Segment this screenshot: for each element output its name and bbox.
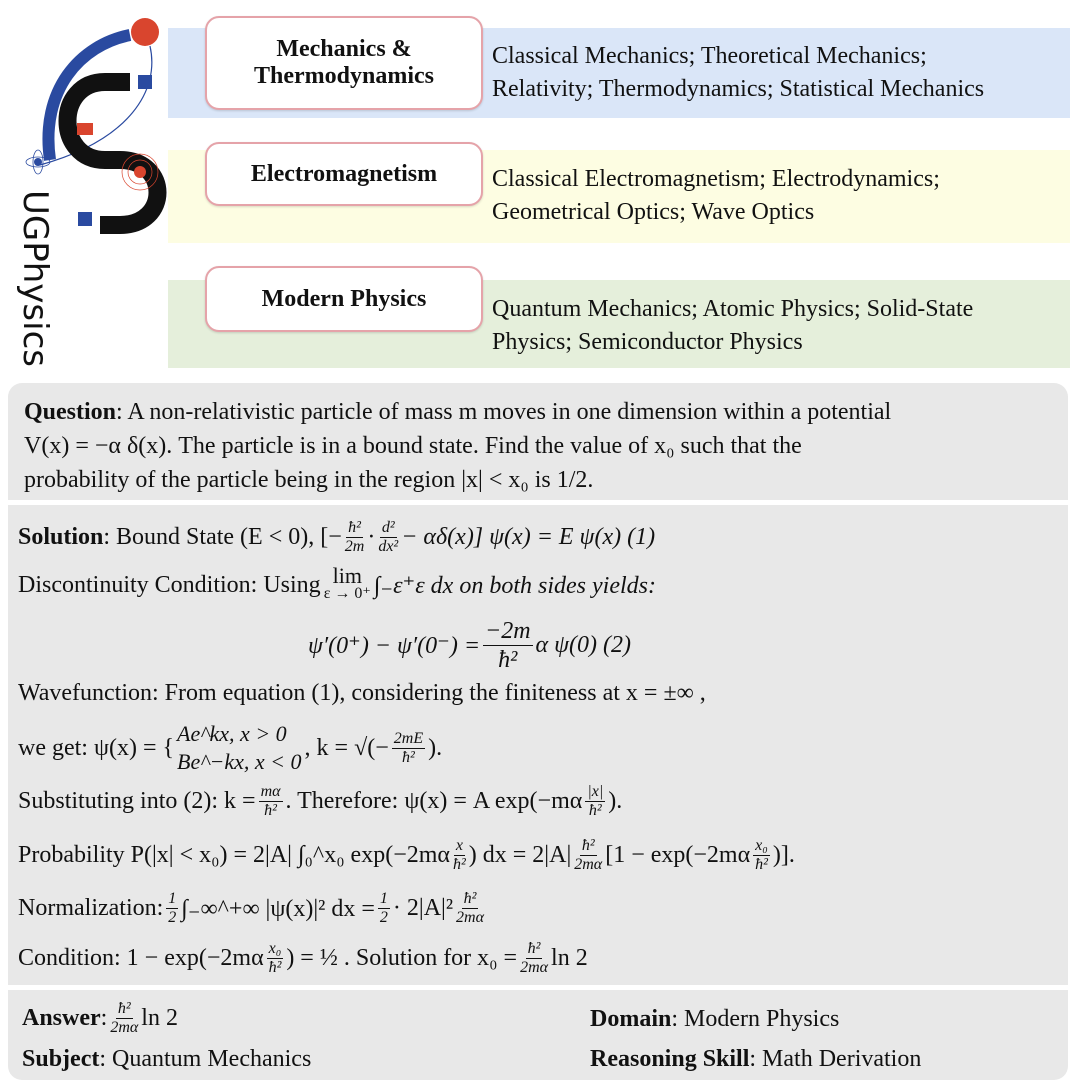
category-modern-desc: Quantum Mechanics; Atomic Physics; Solid… [492, 296, 974, 355]
question-box: Question: A non-relativistic particle of… [8, 383, 1068, 500]
domain: Domain: Modern Physics [590, 1006, 840, 1032]
logo-text: UGPhysics [15, 190, 55, 367]
ugphysics-logo: UGPhysics [15, 18, 167, 367]
category-electromagnetism-desc: Classical Electromagnetism; Electrodynam… [492, 166, 940, 225]
subject: Subject: Quantum Mechanics [22, 1046, 312, 1072]
category-mechanics-desc: Classical Mechanics; Theoretical Mechani… [492, 43, 985, 102]
category-mechanics: Mechanics & Thermodynamics [205, 16, 483, 110]
reasoning-skill: Reasoning Skill: Math Derivation [590, 1046, 922, 1072]
category-modern: Modern Physics [205, 266, 483, 332]
category-electromagnetism: Electromagnetism [205, 142, 483, 206]
